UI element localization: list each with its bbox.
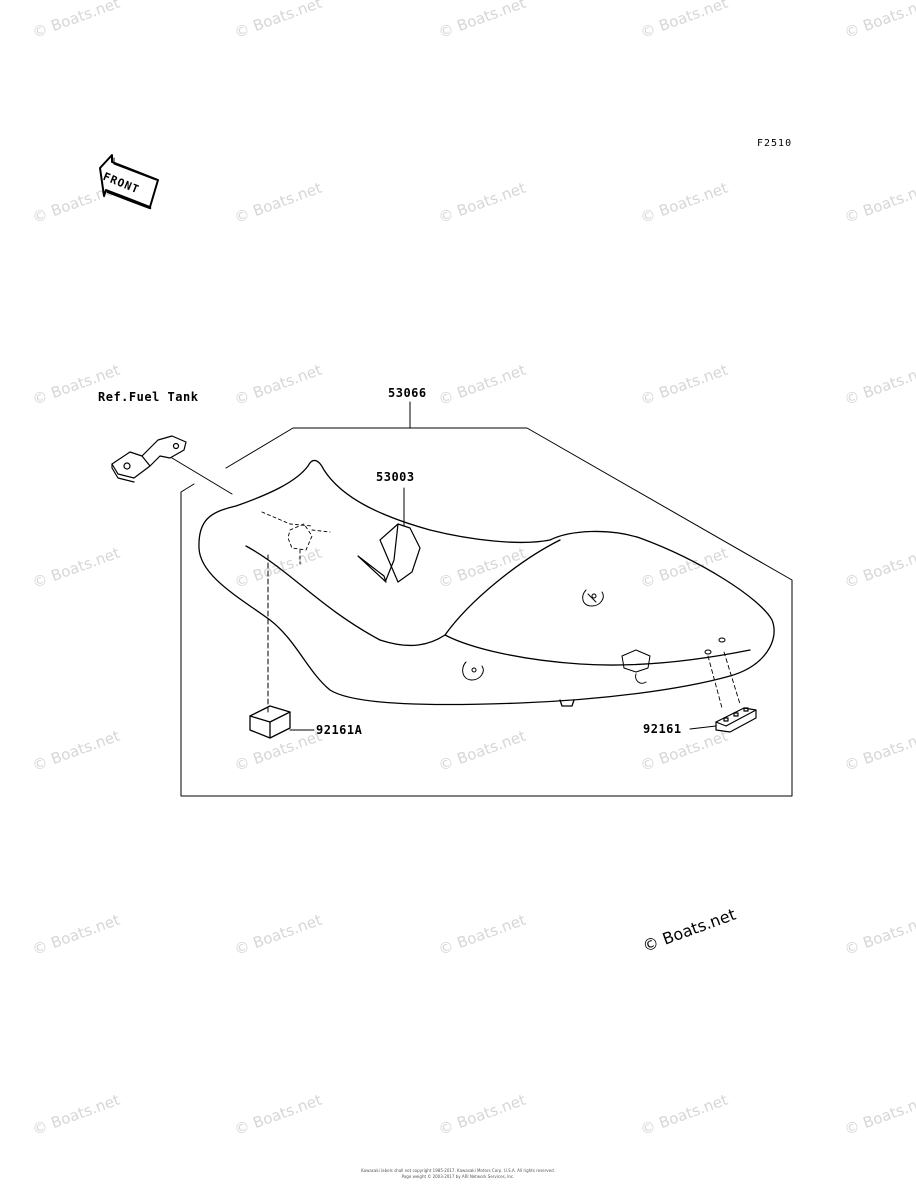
part-label-53003[interactable]: 53003 [376,470,415,484]
seat-hook [582,589,604,607]
seat [198,459,775,707]
seat-pin [704,637,726,655]
ref-fuel-tank-label: Ref.Fuel Tank [98,390,199,404]
seat-mount-front [261,511,331,565]
footer-line: Page weight © 2003-2017 by ARI Network S… [401,1174,515,1179]
part-label-92161[interactable]: 92161 [643,722,682,736]
damper-part [715,707,757,733]
leader-line [707,651,741,709]
footer-copyright: Kawasaki labels shall not copyright 1985… [258,1168,658,1180]
seat-hook [462,661,484,681]
front-arrow-icon [99,154,159,210]
leader-line [171,457,233,495]
footer-line: Kawasaki labels shall not copyright 1985… [361,1168,555,1173]
assembly-outline [180,427,793,797]
part-label-92161a[interactable]: 92161A [316,723,363,737]
seat-cover-tag [357,523,421,583]
seat-hook [621,649,651,684]
fuel-tank-bracket [111,435,187,483]
damper-block [249,705,291,739]
leader-line [689,725,717,730]
part-label-53066[interactable]: 53066 [388,386,427,400]
figure-code: F2510 [757,138,793,149]
